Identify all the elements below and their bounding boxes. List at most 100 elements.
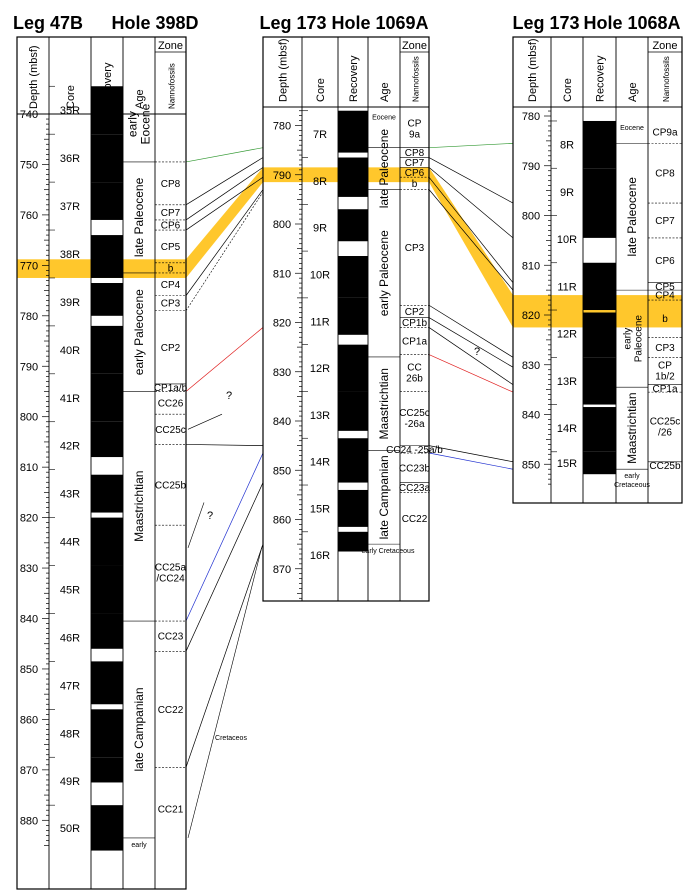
depth-tick-label: 880 [20,815,38,827]
core-label: 40R [60,345,80,357]
age-label: Maastrichtian [132,471,146,542]
depth-tick-label: 820 [273,318,291,330]
age-label: late Paleocene [625,177,639,257]
zone-label: 9a [409,130,421,141]
correlation-line [185,189,264,296]
recovery-bar [91,805,123,851]
zone-label: CC23a [399,483,431,494]
leg-title: Leg 47B [13,13,83,33]
zone-label: CC25c [155,425,186,436]
correlation-line [428,143,514,149]
core-label: 8R [313,176,327,188]
recovery-bar [91,661,123,705]
nannofossils-header: Nannofossils [412,56,421,102]
correlation-line [185,147,264,163]
question-leader [187,502,205,548]
zone-label: CP2 [405,307,425,318]
correlation-line [428,445,514,463]
uncertain-correlation-mark: ? [207,510,213,522]
core-label: 43R [60,489,80,501]
depth-header: Depth (mbsf) [28,45,40,109]
depth-tick-label: 840 [273,416,291,428]
correlation-line [185,452,264,622]
recovery-bar [91,86,123,135]
recovery-bar [338,297,368,335]
depth-tick-label: 850 [522,459,540,471]
hole-column-398D: 35R36R37R38R39R40R41R42R43R44R45R46R47R4… [16,36,188,890]
depth-tick-label: 830 [522,360,540,372]
annotations: ??? Cretaceos [187,346,480,839]
nannofossils-header: Nannofossils [662,56,671,102]
hole-title: Hole 1069A [331,13,428,33]
zone-label: CP8 [405,148,425,159]
zone-label: CC26 [158,398,184,409]
age-label: late Campanian [132,687,146,771]
zone-header: Zone [652,40,677,52]
zone-header: Zone [402,40,427,52]
leg-title: Leg 173 [512,13,579,33]
question-leader [187,413,223,430]
depth-header: Depth (mbsf) [527,38,539,102]
correlation-line [185,176,264,231]
zone-label: /26 [658,427,672,438]
zone-label: CC [407,362,421,373]
hole-title: Hole 1068A [583,13,680,33]
correlation-line [428,317,514,368]
recovery-bar [583,215,616,238]
core-label: 46R [60,632,80,644]
column-frame [262,36,430,602]
zone-label: CC22 [158,705,184,716]
depth-tick-label: 770 [20,260,38,272]
core-label: 13R [310,410,330,422]
recovery-bar [91,373,123,422]
recovery-bar [338,438,368,483]
core-label: 11R [557,281,576,293]
depth-tick-label: 810 [20,462,38,474]
uncertain-correlation-mark: ? [474,346,480,358]
age-label: early [624,473,640,480]
depth-header: Depth (mbsf) [278,38,290,102]
core-label: 49R [60,776,80,788]
age-label: early [126,111,140,137]
core-label: 15R [557,458,577,470]
hole-title: Hole 398D [111,13,198,33]
recovery-header: Recovery [595,55,607,102]
depth-tick-label: 870 [20,765,38,777]
recovery-bar [91,757,123,783]
correlation-line [185,327,264,392]
depth-tick-label: 820 [20,513,38,525]
zone-label: /CC24 [156,574,185,585]
correlation-line [185,157,264,206]
zone-header: Zone [158,40,183,52]
recovery-bar [91,283,123,316]
zone-label: CP3 [405,243,425,254]
recovery-bar [91,709,123,758]
zone-label: CP3 [161,299,181,310]
age-label: early Paleocene [377,230,391,316]
correlation-line [185,191,264,311]
age-label: Paleocene [634,315,645,363]
core-header: Core [315,78,327,102]
recovery-bar [338,157,368,197]
recovery-bar [91,474,123,513]
zone-label: b [662,314,668,325]
uncertain-correlation-mark: ? [226,390,232,402]
correlation-line [428,452,514,470]
depth-tick-label: 750 [20,159,38,171]
zone-label: 1b/2 [655,371,675,382]
correlation-lines [185,143,514,768]
kpg-correlation-band [186,167,263,278]
depth-tick-label: 830 [20,563,38,575]
core-label: 45R [60,584,80,596]
core-label: 13R [557,376,577,388]
recovery-bar [91,134,123,183]
depth-tick-label: 780 [273,121,291,133]
cretaceous-note: Cretaceos [215,735,247,742]
zone-label: CC25c [399,408,430,419]
recovery-bar [338,344,368,392]
recovery-bar [583,168,616,216]
core-label: 15R [310,503,330,515]
recovery-bar [91,325,123,374]
